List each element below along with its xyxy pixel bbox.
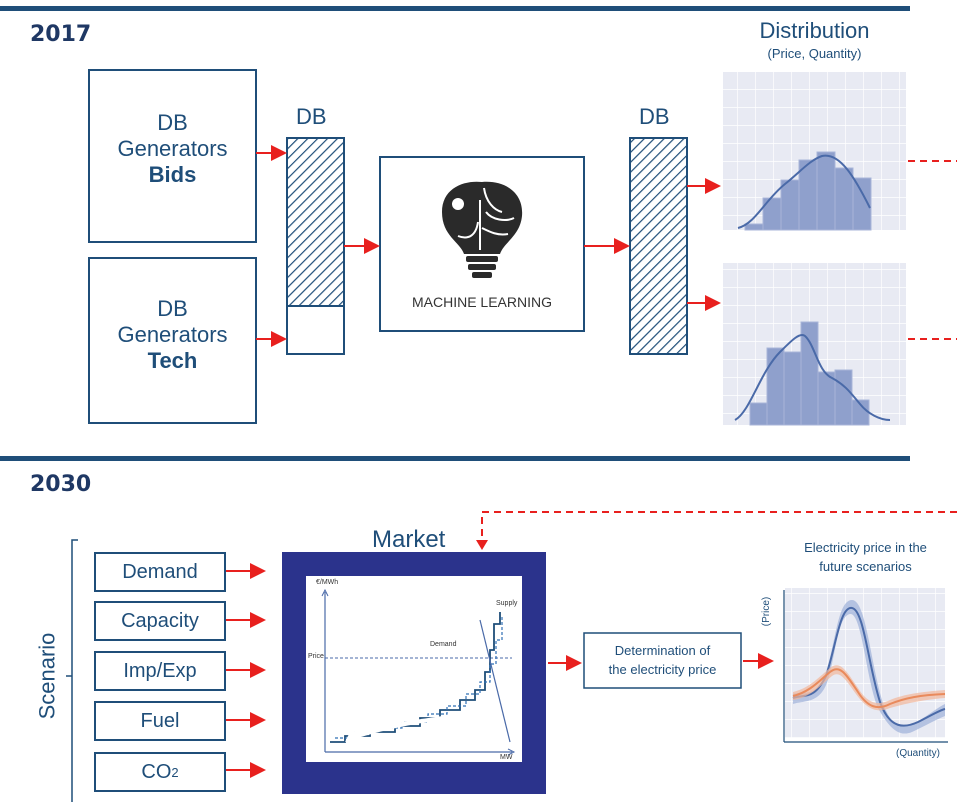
distribution-title: Distribution [759, 18, 870, 43]
market-title: Market [372, 526, 446, 553]
result-chart [783, 588, 948, 743]
db-tech-line1: DB [157, 296, 188, 321]
ml-label: MACHINE LEARNING [411, 294, 553, 310]
input-demand: Demand [94, 552, 226, 592]
distribution-chart-2 [723, 263, 906, 426]
section-bar-2017 [0, 6, 910, 11]
result-y-label: (Price) [761, 596, 773, 627]
db-left-empty [286, 305, 345, 355]
result-title: Electricity price in the future scenario… [774, 538, 957, 576]
scenario-label: Scenario [34, 632, 60, 720]
result-title-line1: Electricity price in the [804, 540, 927, 555]
db-bids-line2: Generators [117, 136, 228, 161]
brain-gear-lightbulb-icon [442, 181, 523, 278]
determination-box [583, 632, 742, 689]
distribution-chart-1 [723, 72, 906, 231]
scenario-bracket [71, 539, 78, 802]
input-co2-subscript: 2 [171, 764, 179, 780]
db-bids-label: DB Generators Bids [89, 110, 256, 188]
db-bids-line3: Bids [148, 162, 197, 187]
result-title-line2: future scenarios [819, 559, 912, 574]
year-2030: 2030 [30, 472, 92, 497]
db-tech-line3: Tech [147, 348, 198, 373]
db-tech-box [88, 257, 257, 424]
db-tech-line2: Generators [117, 322, 228, 347]
market-chart-area [306, 576, 522, 762]
section-bar-2030 [0, 456, 910, 461]
input-fuel: Fuel [94, 701, 226, 741]
db-tech-label: DB Generators Tech [89, 296, 256, 374]
market-price-label: Price [308, 653, 324, 660]
market-demand-label: Demand [430, 641, 457, 648]
determination-text: Determination of the electricity price [584, 641, 741, 679]
db-bids-box [88, 69, 257, 243]
feedback-loop [481, 511, 957, 546]
input-impexp: Imp/Exp [94, 651, 226, 691]
distribution-subtitle: (Price, Quantity) [767, 46, 862, 61]
market-supply-label: Supply [496, 600, 518, 607]
market-chart [321, 588, 516, 756]
db-left-label: DB [296, 104, 327, 129]
db-bids-line1: DB [157, 110, 188, 135]
determination-line2: the electricity price [608, 662, 717, 677]
db-right-hatched [629, 137, 688, 355]
db-right-label: DB [639, 104, 670, 129]
year-2017: 2017 [30, 22, 92, 47]
market-x-axis-label: MW [500, 754, 513, 761]
market-y-axis-label: €/MWh [316, 579, 339, 586]
determination-line1: Determination of [614, 643, 711, 658]
input-capacity: Capacity [94, 601, 226, 641]
input-co2-text: CO [141, 760, 172, 783]
db-left-hatched [286, 137, 345, 307]
result-x-label: (Quantity) [896, 748, 940, 759]
